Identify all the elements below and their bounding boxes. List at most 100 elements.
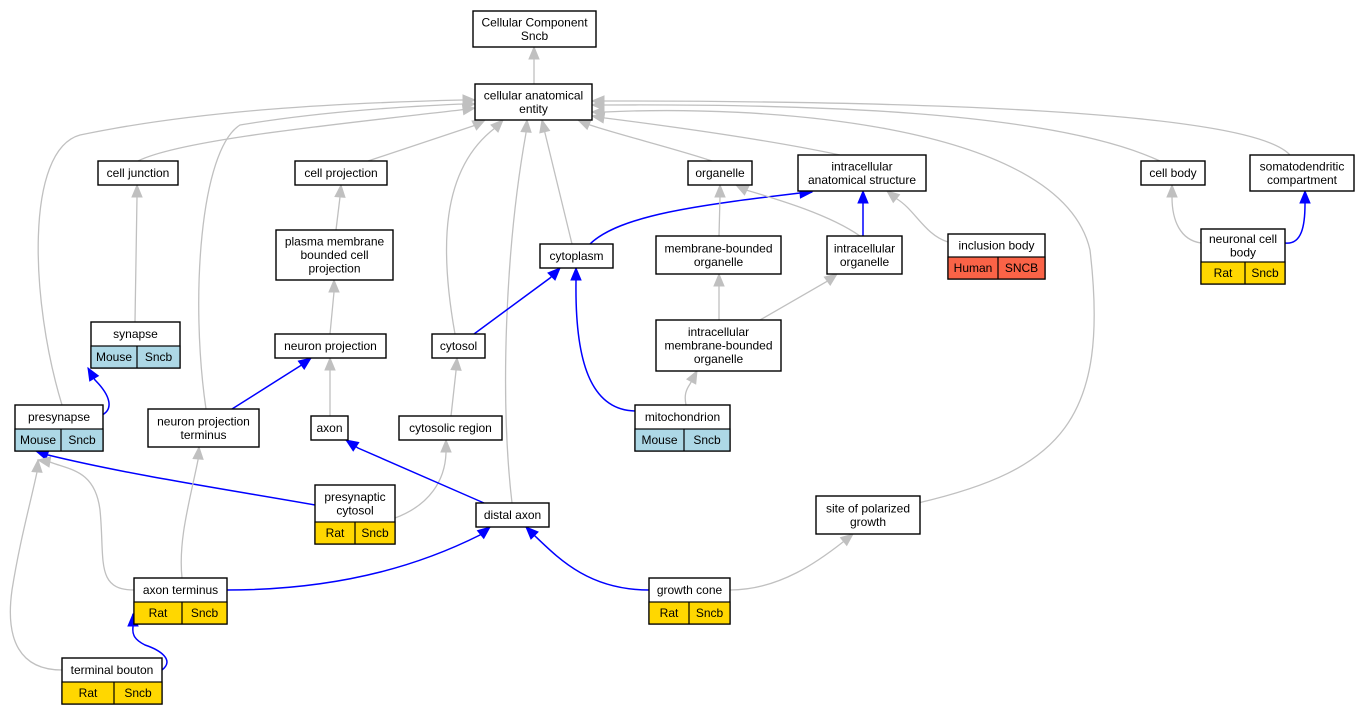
- node-label: growth: [850, 515, 886, 529]
- edge-arrowhead: [539, 118, 551, 134]
- node-box: [815, 495, 921, 535]
- node-cytosol[interactable]: cytosol: [431, 333, 486, 359]
- node-box: [687, 160, 753, 186]
- node-box: [655, 319, 782, 372]
- annotation-row: [61, 681, 163, 705]
- node-label: compartment: [1267, 173, 1338, 187]
- edge-line: [445, 119, 504, 335]
- edge-line: [37, 99, 475, 406]
- edge-arrowhead: [344, 439, 360, 452]
- node-axon[interactable]: axon: [310, 415, 349, 441]
- edge-line: [180, 446, 200, 579]
- edge-line: [735, 184, 861, 237]
- edge-line: [35, 450, 316, 506]
- node-cytosolic-region[interactable]: cytosolic region: [398, 415, 503, 441]
- edge-distal_axon-to-cellular_anatomical_entity: [504, 118, 532, 504]
- edge-arrowhead: [525, 526, 539, 540]
- node-cell-body[interactable]: cell body: [1140, 160, 1206, 186]
- node-cell-junction[interactable]: cell junction: [97, 160, 179, 186]
- node-distal-axon[interactable]: distal axon: [475, 502, 550, 528]
- edge-growth_cone-to-distal_axon: [525, 526, 650, 591]
- edge-terminal_bouton-to-presynapse: [9, 458, 63, 671]
- node-box: [826, 235, 903, 275]
- node-label: axon: [316, 421, 342, 435]
- node-label: presynapse: [28, 410, 90, 424]
- annotation-row: [90, 345, 181, 369]
- node-label: plasma membrane: [285, 235, 385, 249]
- edge-inclusion_body-to-intracellular_anatomical_structure: [885, 190, 949, 243]
- edge-intracellular_anatomical_structure-to-cellular_anatomical_entity: [590, 112, 841, 156]
- edge-line: [1284, 191, 1306, 244]
- node-cell-projection[interactable]: cell projection: [294, 160, 388, 186]
- node-label: anatomical structure: [808, 173, 916, 187]
- edge-line: [592, 109, 1095, 504]
- node-label: Sncb: [521, 29, 549, 43]
- node-box: [310, 415, 349, 441]
- gene-label: Sncb: [696, 606, 724, 620]
- node-cytoplasm[interactable]: cytoplasm: [539, 243, 614, 269]
- edge-line: [198, 103, 475, 410]
- node-label: inclusion body: [958, 239, 1034, 253]
- edge-arrowhead: [839, 533, 855, 547]
- node-label: distal axon: [484, 508, 541, 522]
- node-label: synapse: [113, 327, 158, 341]
- edge-line: [87, 367, 110, 417]
- edge-neuronal_cell_body-to-somatodendritic_compartment: [1284, 189, 1311, 244]
- edge-membrane_bounded_organelle-to-organelle: [714, 183, 726, 237]
- node-label: neuronal cell: [1209, 232, 1277, 246]
- node-box: [274, 333, 387, 359]
- edge-arrowhead: [576, 119, 592, 131]
- edge-growth_cone-to-site_of_polarized_growth: [729, 533, 855, 591]
- node-box: [398, 415, 503, 441]
- edge-mitochondrion-to-cytoplasm: [570, 266, 636, 412]
- edge-site_of_polarized_growth-to-cellular_anatomical_entity: [590, 106, 1095, 504]
- node-organelle[interactable]: organelle: [687, 160, 753, 186]
- node-label: organelle: [694, 255, 744, 269]
- edge-arrowhead: [490, 119, 504, 133]
- edge-arrowhead: [1299, 189, 1311, 204]
- node-box: [472, 10, 597, 48]
- node-label: terminus: [180, 428, 226, 442]
- node-neuron-projection[interactable]: neuron projection: [274, 333, 387, 359]
- edge-cytosol-to-cytoplasm: [473, 267, 561, 335]
- node-label: growth cone: [657, 583, 723, 597]
- edge-arrowhead: [462, 98, 477, 110]
- edge-arrowhead: [297, 357, 313, 371]
- edge-line: [589, 191, 813, 245]
- edge-layer: [9, 45, 1311, 671]
- node-box: [147, 408, 260, 448]
- gene-label: Sncb: [145, 350, 173, 364]
- node-label: Cellular Component: [481, 15, 588, 29]
- node-label: cellular anatomical: [484, 88, 583, 102]
- edge-line: [886, 190, 949, 243]
- node-label: mitochondrion: [645, 410, 720, 424]
- edge-distal_axon-to-axon: [344, 439, 485, 504]
- edge-line: [541, 119, 573, 245]
- species-label: Rat: [326, 526, 345, 540]
- edge-arrowhead: [36, 456, 52, 468]
- edge-mitochondrion-to-intracellular_membrane_bounded_organelle: [684, 369, 698, 406]
- node-box: [431, 333, 486, 359]
- edge-line: [577, 119, 713, 162]
- species-label: Mouse: [20, 433, 56, 447]
